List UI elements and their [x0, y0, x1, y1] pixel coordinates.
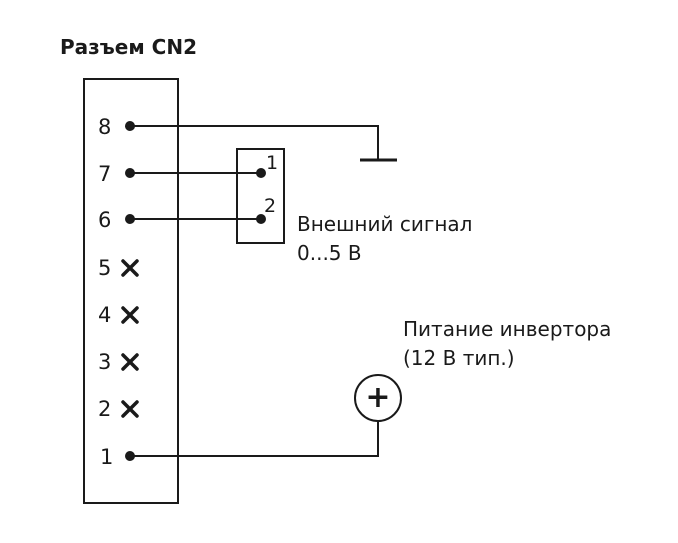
external-signal-box	[236, 148, 285, 244]
power-voltage: (12 В тип.)	[403, 346, 515, 370]
pin-5-label: 5	[98, 256, 111, 280]
pin-6-label: 6	[98, 208, 111, 232]
pin-3-label: 3	[98, 350, 111, 374]
pin-4-label: 4	[98, 303, 111, 327]
power-source-icon	[354, 374, 402, 422]
pin-5-nc-icon	[121, 259, 139, 277]
connector-title: Разъем CN2	[60, 35, 197, 59]
pin-7-label: 7	[98, 162, 111, 186]
signal-terminal-2-dot	[256, 214, 266, 224]
signal-terminal-1-dot	[256, 168, 266, 178]
pin-1-label: 1	[100, 445, 113, 469]
signal-terminal-2-label: 2	[264, 195, 276, 217]
pin-2-label: 2	[98, 397, 111, 421]
pin-3-nc-icon	[121, 353, 139, 371]
power-label: Питание инвертора	[403, 317, 611, 341]
connector-body	[83, 78, 179, 504]
external-signal-range: 0...5 В	[297, 241, 362, 265]
pin-1-wire	[130, 421, 379, 457]
pin-8-label: 8	[98, 115, 111, 139]
pin-4-nc-icon	[121, 306, 139, 324]
pin-2-nc-icon	[121, 400, 139, 418]
power-plus-sign: +	[365, 380, 390, 415]
pin-8-wire	[130, 125, 379, 160]
external-signal-label: Внешний сигнал	[297, 212, 472, 236]
signal-terminal-1-label: 1	[266, 152, 278, 174]
